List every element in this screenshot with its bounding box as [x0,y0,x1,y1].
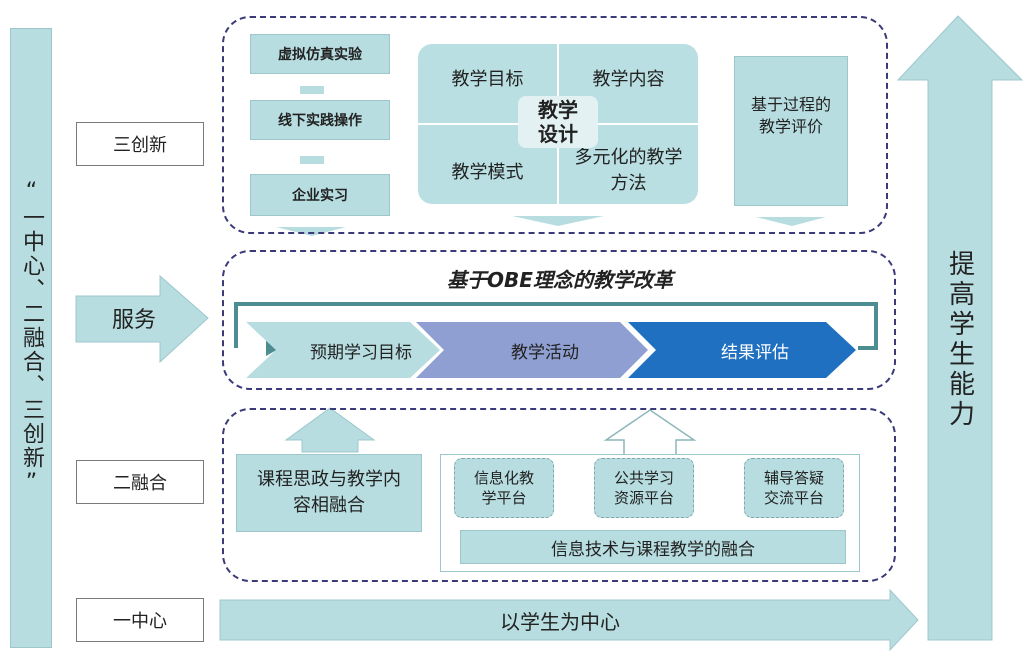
obe-panel [222,250,896,390]
practice-box-1: 虚拟仿真实验 [250,34,390,74]
obe-chevron-2 [416,322,648,378]
obe-step-1: 预期学习目标 [310,342,412,363]
ideology-box: 课程思政与教学内容相融合 [236,454,422,532]
down-triangle-3 [756,217,826,226]
label-san-chuangxin: 三创新 [76,122,204,166]
hollow-up-arrow [603,409,697,457]
top-panel [222,16,888,234]
platform-1: 信息化教学平台 [454,458,554,518]
left-column-text: “一中心、二融合、三创新” [19,179,44,497]
practice-box-3: 企业实习 [250,174,390,216]
label-yi-zhongxin: 一中心 [76,598,204,642]
platform-3: 辅导答疑交流平台 [744,458,844,518]
obe-loop-line [234,302,878,350]
left-column: “一中心、二融合、三创新” [10,28,52,648]
integration-panel [222,408,896,582]
plus-connector-2 [300,156,324,164]
obe-loop-arrowhead [266,340,280,356]
obe-chevron-1 [246,322,440,378]
down-triangle-2 [512,216,604,226]
integration-bar: 信息技术与课程教学的融合 [460,530,846,564]
up-arrow-left [284,407,376,453]
quad-top-right: 教学内容 [559,44,698,123]
plus-connector-1 [300,86,324,94]
practice-box-2: 线下实践操作 [250,100,390,140]
service-arrow [75,274,209,364]
platform-2: 公共学习资源平台 [594,458,694,518]
right-up-arrow [896,15,1024,641]
evaluation-box: 基于过程的教学评价 [734,56,848,206]
obe-step-3: 结果评估 [721,342,789,363]
quad-center: 教学设计 [518,96,598,148]
bottom-right-arrow [219,588,919,652]
label-fuwu: 服务 [111,308,156,333]
label-er-ronghe: 二融合 [76,460,204,504]
teaching-design-block: 教学目标 教学内容 教学模式 多元化的教学方法 教学设计 [418,44,698,204]
obe-step-2: 教学活动 [511,342,579,363]
obe-title: 基于OBE理念的教学改革 [447,267,673,292]
obe-chevron-3 [628,322,856,378]
down-triangle-1 [276,227,346,236]
right-arrow-label: 提高学生能力 [944,250,975,430]
bottom-arrow-label: 以学生为中心 [500,609,620,634]
